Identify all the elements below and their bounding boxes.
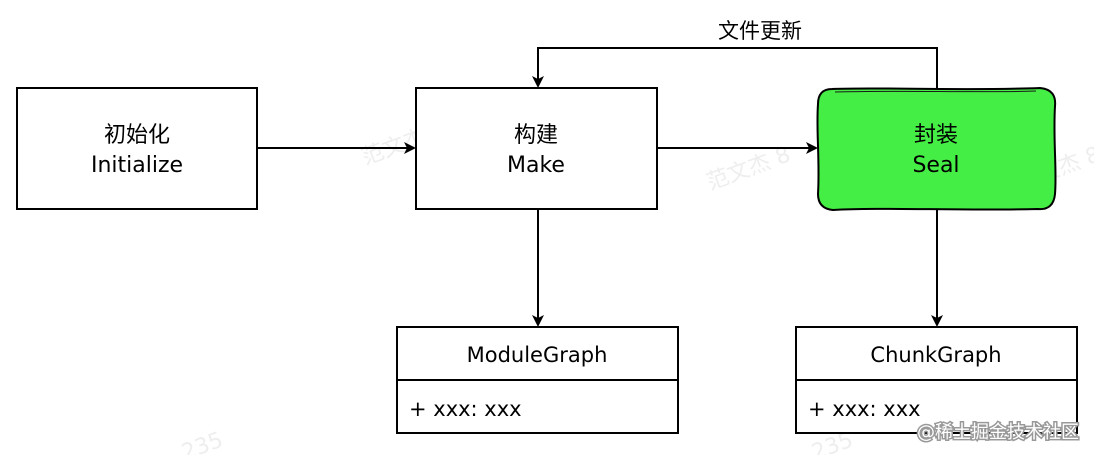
edges: 文件更新 xyxy=(257,14,943,327)
edge-label-file-update: 文件更新 xyxy=(718,19,802,43)
node-make-box[interactable] xyxy=(415,87,658,210)
node-initialize[interactable]: 初始化 Initialize xyxy=(16,87,258,210)
edge-seal-feedback-to-make xyxy=(532,47,938,88)
class-chunkgraph-name: ChunkGraph xyxy=(870,343,1001,367)
node-initialize-box[interactable] xyxy=(16,87,258,210)
class-chunkgraph[interactable]: ChunkGraph + xxx: xxx xyxy=(795,326,1078,434)
node-make-title-zh: 构建 xyxy=(514,123,558,148)
watermark-text: 235 xyxy=(179,428,227,455)
node-make[interactable]: 构建 Make xyxy=(415,87,658,210)
edge-label-bg xyxy=(700,14,828,46)
class-modulegraph-member: + xxx: xxx xyxy=(409,397,522,421)
node-seal-title-zh: 封装 xyxy=(914,123,958,148)
brand-watermark-text: @稀土掘金技术社区 xyxy=(917,422,1079,443)
node-seal-title-en: Seal xyxy=(912,153,959,178)
node-seal-box[interactable] xyxy=(816,86,1057,212)
class-modulegraph[interactable]: ModuleGraph + xxx: xxx xyxy=(396,326,679,434)
brand-watermark: @稀土掘金技术社区 xyxy=(916,421,1081,445)
node-initialize-title-zh: 初始化 xyxy=(104,123,170,148)
class-chunkgraph-member: + xxx: xxx xyxy=(808,397,921,421)
watermark-text: 范文杰 8 xyxy=(704,142,794,195)
node-make-title-en: Make xyxy=(507,153,565,178)
node-seal-sketch-stroke xyxy=(834,90,1037,93)
node-initialize-title-en: Initialize xyxy=(91,153,183,178)
node-seal[interactable]: 封装 Seal xyxy=(816,86,1057,212)
class-modulegraph-name: ModuleGraph xyxy=(467,343,608,367)
